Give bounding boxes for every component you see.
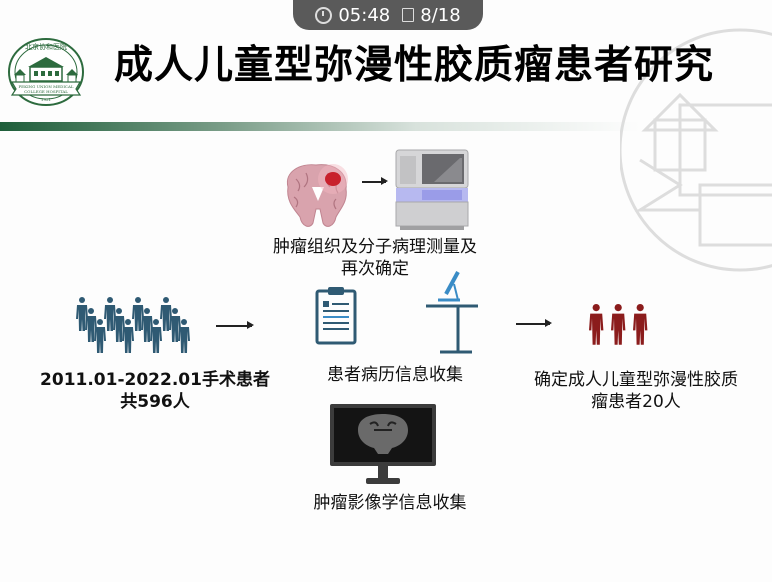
- pathology-label: 肿瘤组织及分子病理测量及 再次确定: [250, 236, 500, 280]
- person-figure: [113, 308, 125, 342]
- presenter-toolbar: 05:48 8/18: [293, 0, 483, 30]
- arrow-records-to-result: [516, 320, 552, 326]
- svg-text:1921: 1921: [41, 97, 51, 102]
- monitor-mri-icon: [330, 404, 436, 484]
- person-figure: [141, 308, 153, 342]
- hospital-watermark: [620, 28, 772, 272]
- person-figure: [94, 319, 106, 353]
- person-figure: [633, 304, 648, 345]
- pathology-label-line1: 肿瘤组织及分子病理测量及: [273, 237, 477, 257]
- clock-icon: [315, 6, 333, 24]
- result-label-line2: 瘤患者20人: [591, 392, 681, 412]
- arrow-source-to-records: [216, 322, 254, 328]
- clipboard-icon: [315, 287, 357, 345]
- person-figure: [169, 308, 181, 342]
- result-label: 确定成人儿童型弥漫性胶质 瘤患者20人: [500, 369, 772, 413]
- person-figure: [132, 297, 144, 331]
- person-figure: [85, 308, 97, 342]
- person-figure: [178, 319, 190, 353]
- slide-icon: [402, 8, 415, 22]
- result-label-line1: 确定成人儿童型弥漫性胶质: [534, 370, 738, 390]
- microscope-icon: [426, 271, 478, 354]
- hospital-logo: PEKING UNION MEDICAL COLLEGE HOSPITAL 19…: [8, 38, 84, 106]
- pathology-label-line2: 再次确定: [341, 259, 409, 279]
- three-people-icon: [589, 304, 648, 345]
- people-crowd-icon: [76, 297, 190, 353]
- person-figure: [122, 319, 134, 353]
- timer-text: 05:48: [338, 4, 391, 26]
- svg-text:北京协和医院: 北京协和医院: [25, 42, 67, 51]
- svg-text:COLLEGE HOSPITAL: COLLEGE HOSPITAL: [24, 89, 68, 94]
- page-title: 成人儿童型弥漫性胶质瘤患者研究: [114, 43, 715, 88]
- person-figure: [150, 319, 162, 353]
- brain-tumor-icon: [286, 164, 348, 227]
- title-divider: [0, 122, 640, 131]
- person-figure: [76, 297, 88, 331]
- person-figure: [589, 304, 604, 345]
- records-label: 患者病历信息收集: [327, 365, 463, 385]
- sequencer-icon: [395, 149, 469, 230]
- person-figure: [611, 304, 626, 345]
- arrow-brain-to-sequencer: [362, 178, 388, 184]
- slide-counter[interactable]: 8/18: [420, 4, 461, 26]
- source-label-line1: 2011.01-2022.01手术患者: [40, 370, 270, 390]
- source-label-line2: 共596人: [120, 392, 190, 412]
- imaging-label: 肿瘤影像学信息收集: [313, 493, 467, 513]
- person-figure: [160, 297, 172, 331]
- source-label: 2011.01-2022.01手术患者 共596人: [40, 369, 270, 413]
- person-figure: [104, 297, 116, 331]
- svg-text:PEKING UNION MEDICAL: PEKING UNION MEDICAL: [18, 84, 73, 89]
